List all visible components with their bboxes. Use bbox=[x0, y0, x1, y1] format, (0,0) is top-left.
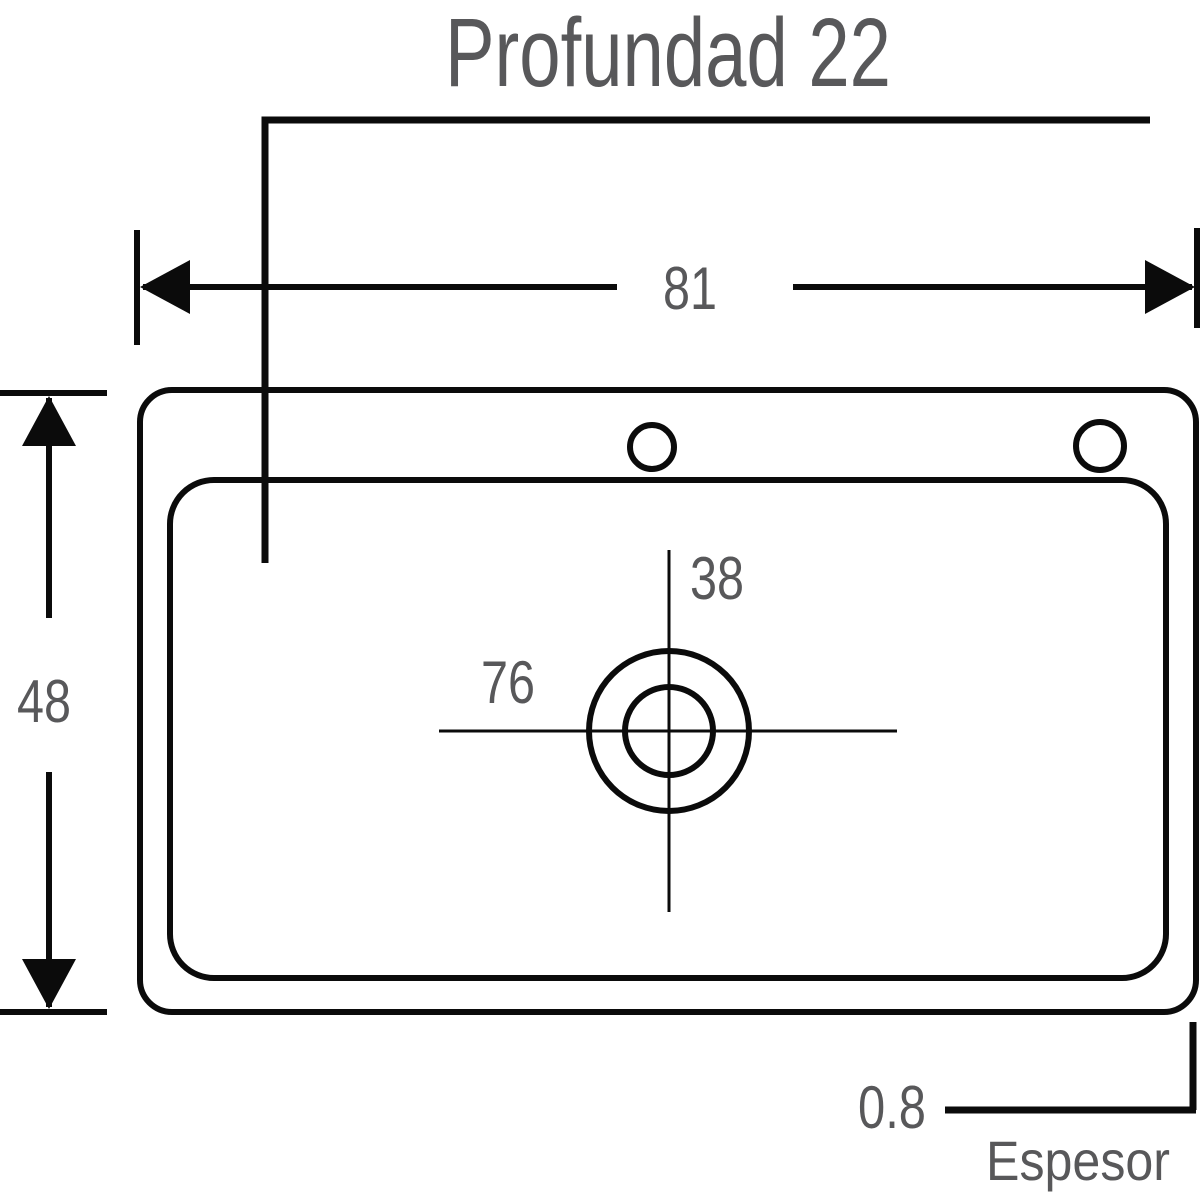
drain-outer-dim-label: 76 bbox=[481, 649, 535, 716]
width-dim-arrow-left-icon bbox=[140, 260, 190, 314]
sink-outer-outline bbox=[137, 387, 1199, 1015]
thickness-caption-label: Espesor bbox=[986, 1129, 1170, 1192]
drain-inner-circle bbox=[622, 684, 716, 778]
width-dim-arrow-right-icon bbox=[1145, 260, 1195, 314]
faucet-hole-left bbox=[627, 422, 677, 472]
height-dim-arrow-up-icon bbox=[22, 396, 76, 446]
height-dimension: 48 bbox=[0, 390, 107, 1015]
width-dim-label: 81 bbox=[663, 255, 717, 322]
depth-title-label: Profundad 22 bbox=[445, 0, 891, 107]
faucet-hole-right bbox=[1073, 419, 1127, 473]
drain-outer-circle bbox=[586, 648, 752, 814]
width-dimension: 81 bbox=[134, 228, 1200, 345]
thickness-callout: 0.8 Espesor bbox=[858, 1022, 1197, 1192]
thickness-value-label: 0.8 bbox=[858, 1074, 926, 1141]
drain: 38 76 bbox=[439, 545, 897, 912]
height-dim-arrow-down-icon bbox=[22, 959, 76, 1009]
depth-leader-line bbox=[261, 116, 1150, 563]
sink-basin-outline bbox=[167, 477, 1169, 981]
height-dim-label: 48 bbox=[17, 668, 71, 735]
drain-inner-dim-label: 38 bbox=[690, 545, 744, 612]
